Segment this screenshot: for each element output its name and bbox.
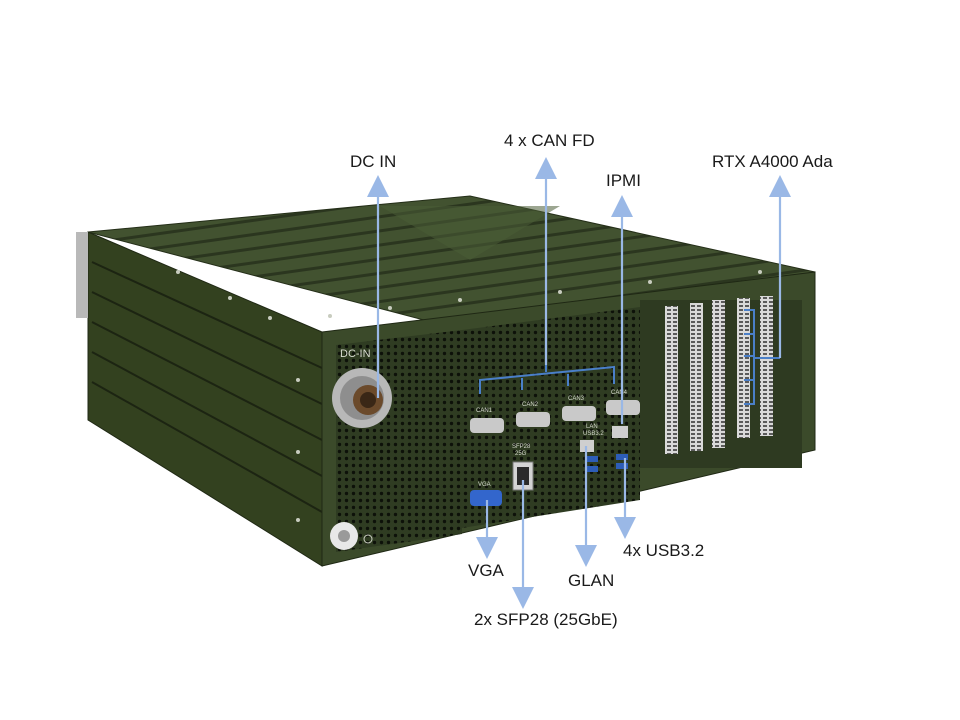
vga-port bbox=[470, 490, 502, 506]
callout-arrows bbox=[367, 157, 791, 609]
gpu-bracket bbox=[744, 309, 780, 405]
can1-port bbox=[470, 418, 504, 433]
can3-silk-label: CAN3 bbox=[568, 396, 585, 402]
callout-sfp28: 2x SFP28 (25GbE) bbox=[474, 610, 618, 629]
callout-dc-in: DC IN bbox=[350, 152, 397, 171]
mounting-ear bbox=[76, 232, 88, 318]
sfp28-cages bbox=[512, 461, 534, 491]
can3-port bbox=[562, 406, 596, 421]
dc-in-connector bbox=[332, 368, 392, 428]
side-ribs bbox=[91, 261, 323, 513]
vga-silk-label: VGA bbox=[478, 482, 491, 488]
callout-usb: 4x USB3.2 bbox=[623, 541, 705, 560]
callout-ipmi: IPMI bbox=[606, 171, 641, 190]
callout-vga: VGA bbox=[468, 561, 504, 580]
pcie-slots bbox=[640, 296, 802, 468]
usb-silk-label: USB3.2 bbox=[583, 431, 604, 437]
vent-io bbox=[462, 307, 640, 528]
callout-glan: GLAN bbox=[568, 571, 615, 590]
can2-silk-label: CAN2 bbox=[522, 402, 539, 408]
sfp28-silk-sublabel: 25G bbox=[515, 451, 527, 457]
ground-stud bbox=[330, 522, 373, 550]
callout-can-fd: 4 x CAN FD bbox=[504, 131, 595, 150]
chassis-top-ridge bbox=[380, 206, 560, 260]
lan-silk-label: LAN bbox=[586, 424, 598, 430]
can-fd-bracket bbox=[479, 365, 615, 394]
sfp28-silk-label: SFP28 bbox=[512, 444, 531, 450]
dc-in-silk-label: DC-IN bbox=[340, 348, 371, 360]
can2-port bbox=[516, 412, 550, 427]
usb-ports bbox=[586, 454, 628, 472]
vent-left bbox=[336, 330, 462, 552]
can-ports bbox=[470, 400, 640, 433]
chassis-screws bbox=[176, 270, 762, 522]
callout-rtx: RTX A4000 Ada bbox=[712, 152, 833, 171]
ipmi-port bbox=[612, 426, 628, 438]
can4-silk-label: CAN4 bbox=[611, 390, 628, 396]
can1-silk-label: CAN1 bbox=[476, 408, 493, 414]
